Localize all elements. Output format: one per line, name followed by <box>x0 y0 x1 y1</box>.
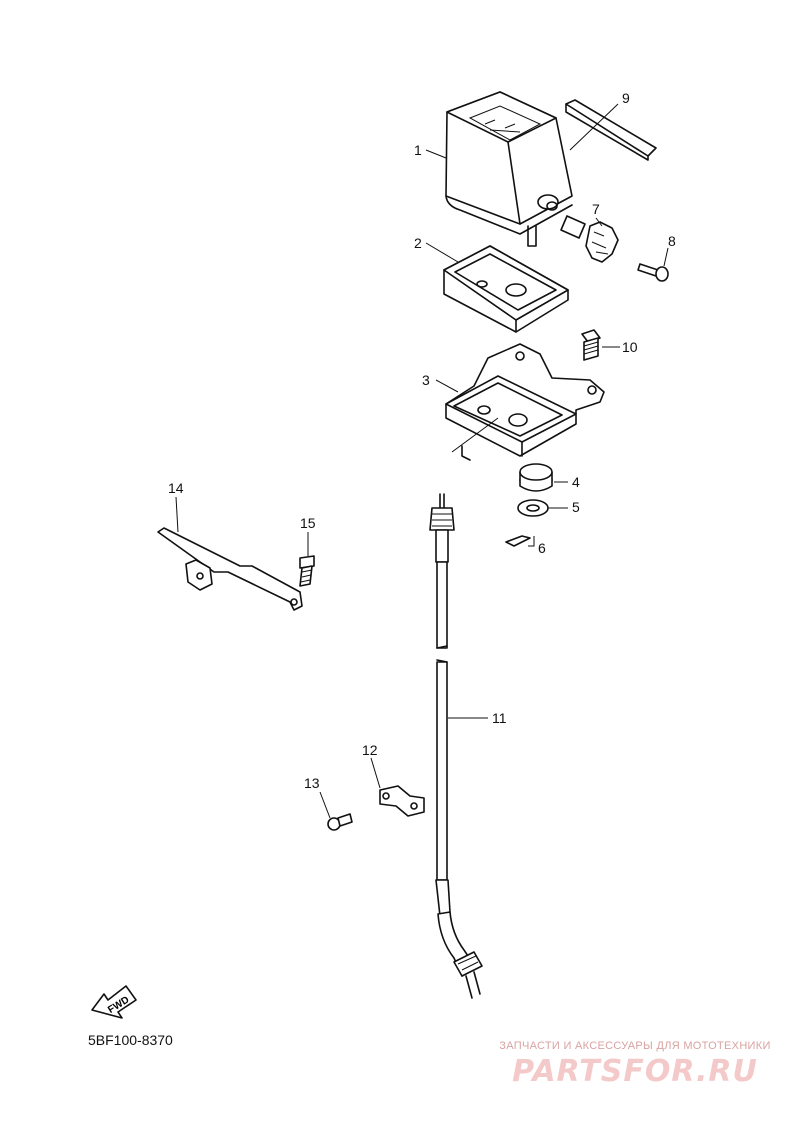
part-13-screw <box>327 813 353 831</box>
watermark-logo: PARTSFOR.RU <box>512 1054 758 1089</box>
part-4-grommet <box>519 463 553 492</box>
callout-12: 12 <box>362 742 378 758</box>
part-2-gasket <box>443 245 569 333</box>
callout-9: 9 <box>622 90 630 106</box>
callout-7: 7 <box>592 201 600 217</box>
callout-2: 2 <box>414 235 422 251</box>
part-9-strip <box>565 99 657 161</box>
part-10-bolt <box>581 329 601 361</box>
part-7-drive-gear <box>560 215 619 263</box>
part-5-washer <box>517 499 549 517</box>
callout-4: 4 <box>572 474 580 490</box>
part-14-stay <box>157 527 303 611</box>
callout-15: 15 <box>300 515 316 531</box>
callout-13: 13 <box>304 775 320 791</box>
callout-10: 10 <box>622 339 638 355</box>
part-6-cotter-pin <box>505 535 531 547</box>
callout-11: 11 <box>492 710 507 726</box>
callout-14: 14 <box>168 480 184 496</box>
part-8-screw <box>637 263 669 282</box>
callout-numbers: 1 2 3 4 5 6 7 8 9 10 11 12 13 14 15 <box>168 90 676 791</box>
diagram-code: 5BF100-8370 <box>88 1032 173 1048</box>
watermark-tagline: ЗАПЧАСТИ И АКСЕССУАРЫ ДЛЯ МОТОТЕХНИКИ <box>499 1040 771 1052</box>
callout-5: 5 <box>572 499 580 515</box>
callout-1: 1 <box>414 142 422 158</box>
callout-6: 6 <box>538 540 546 556</box>
part-3-bracket <box>445 343 605 461</box>
forward-direction-arrow: FWD <box>91 985 137 1019</box>
callout-3: 3 <box>422 372 430 388</box>
part-15-bolt <box>299 555 315 587</box>
leader-lines <box>175 103 669 819</box>
part-12-cable-clamp <box>379 785 425 817</box>
part-1-speedometer-housing <box>445 91 573 247</box>
callout-8: 8 <box>668 233 676 249</box>
part-11-speedometer-cable <box>429 493 483 999</box>
